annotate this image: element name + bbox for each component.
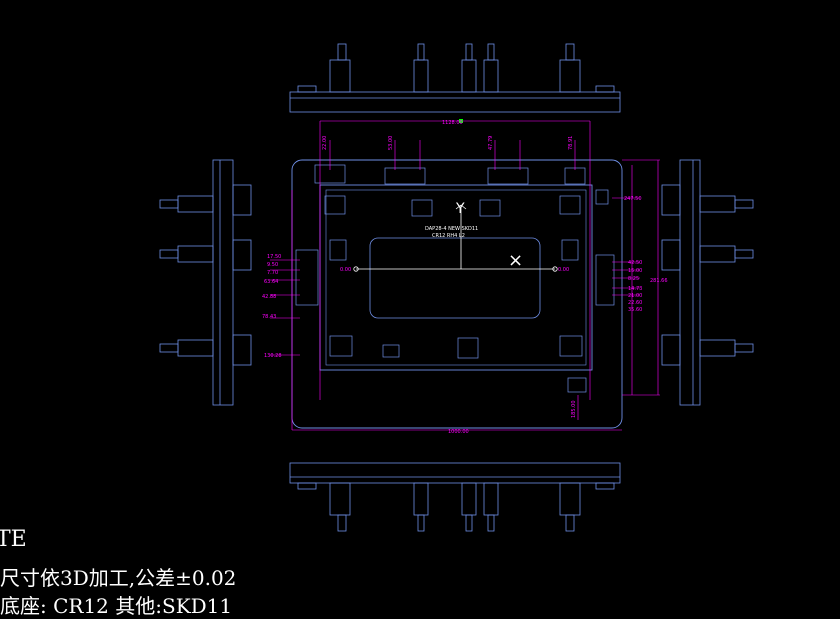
product-cavity [369, 237, 541, 319]
dim-right-2: 15.00 [628, 268, 642, 274]
top-view [289, 43, 621, 113]
dim-right-7: 35.60 [628, 307, 642, 313]
dim-top-small-4: 78.91 [568, 136, 574, 150]
dim-left-4: 63.64 [264, 279, 278, 285]
dimension-labels: 1128.00 1000.00 281.66 22.00 53.00 47.79… [262, 120, 668, 435]
bottom-view [289, 462, 621, 532]
dim-right-top: 247.50 [624, 196, 642, 202]
dim-center-right: 0.00 [558, 267, 569, 273]
main-plan-view: Y × DAP28-4 NEW SKD11 CR12 RH4 L2 [270, 119, 660, 431]
dim-top-small-1: 22.00 [322, 136, 328, 150]
notes-title: TE [0, 527, 27, 552]
axis-x-marker: × [508, 250, 523, 271]
dim-center-left: 0.00 [340, 267, 351, 273]
dim-top-overall: 1128.00 [442, 120, 463, 126]
dim-bottom-small: 185.00 [571, 401, 577, 419]
dim-top-small-2: 53.00 [388, 136, 394, 150]
dim-left-1: 17.50 [267, 254, 281, 260]
dim-left-6: 78.43 [262, 314, 276, 320]
left-view [159, 159, 252, 406]
dimension-lines [270, 120, 660, 431]
note-material: 底座: CR12 其他:SKD11 [0, 594, 233, 618]
dim-left-5: 42.88 [262, 294, 276, 300]
dim-right-1: 42.50 [628, 260, 642, 266]
dim-left-3: 7.70 [267, 270, 278, 276]
dim-right-5: 21.00 [628, 293, 642, 299]
dim-right-height: 281.66 [650, 278, 668, 284]
right-view [661, 159, 754, 406]
dim-right-4: 14.73 [628, 286, 642, 292]
plate-text-2: CR12 RH4 L2 [432, 233, 465, 239]
dim-left-2: 9.50 [267, 262, 278, 268]
plate-text-1: DAP28-4 NEW SKD11 [425, 226, 478, 232]
dim-right-3: 8.25 [628, 276, 639, 282]
center-axes [353, 204, 558, 272]
clamp-blocks [295, 164, 615, 393]
axis-y-label: Y [455, 201, 465, 217]
dim-left-7: 130.28 [264, 353, 282, 359]
dim-bottom-overall: 1000.00 [448, 429, 469, 435]
green-marker [459, 119, 463, 123]
dim-top-small-3: 47.79 [488, 136, 494, 150]
note-tolerance: 尺寸依3D加工,公差±0.02 [0, 566, 237, 590]
dim-right-6: 22.60 [628, 300, 642, 306]
